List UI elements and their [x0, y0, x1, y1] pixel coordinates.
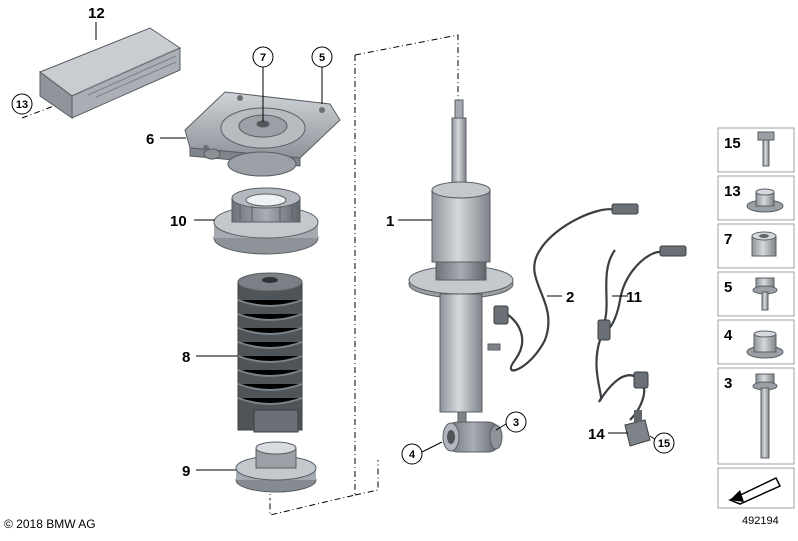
label-9: 9	[182, 463, 190, 480]
svg-text:13: 13	[16, 99, 28, 111]
svg-text:15: 15	[658, 438, 670, 450]
label-12: 12	[88, 5, 105, 22]
control-unit-part	[38, 27, 182, 119]
svg-text:13: 13	[724, 183, 741, 200]
legend-cell-4: 4	[717, 319, 795, 365]
support-bearing-part	[184, 91, 341, 177]
callout-5: 5	[311, 46, 333, 68]
label-6: 6	[146, 131, 154, 148]
callout-3: 3	[505, 411, 527, 433]
label-8: 8	[182, 349, 190, 366]
svg-text:15: 15	[724, 135, 741, 152]
spring-pad-part	[213, 187, 319, 255]
label-2: 2	[566, 289, 574, 306]
svg-text:5: 5	[319, 52, 325, 64]
svg-text:4: 4	[724, 327, 733, 344]
svg-text:3: 3	[513, 417, 519, 429]
legend-cell-13: 13	[717, 175, 795, 221]
svg-text:7: 7	[724, 231, 732, 248]
label-10: 10	[170, 213, 187, 230]
label-1: 1	[386, 213, 394, 230]
legend-cell-3: 3	[717, 367, 795, 465]
legend-cell-15: 15	[717, 127, 795, 173]
legend-cell-arrow	[717, 467, 795, 509]
svg-text:3: 3	[724, 375, 732, 392]
callout-13: 13	[11, 93, 33, 115]
lower-spring-pad-part	[235, 441, 317, 493]
sensor-cable-2-part	[493, 203, 639, 372]
callout-4: 4	[401, 443, 423, 465]
svg-text:4: 4	[409, 449, 416, 461]
legend-cell-5: 5	[717, 271, 795, 317]
diagram-reference-number: 492194	[742, 515, 779, 527]
svg-text:7: 7	[260, 52, 266, 64]
label-14: 14	[588, 426, 605, 443]
shock-absorber-part	[408, 99, 514, 453]
legend-cell-7: 7	[717, 223, 795, 269]
copyright-text: © 2018 BMW AG	[4, 517, 96, 531]
sensor-cable-11-part	[595, 245, 687, 421]
callout-15: 15	[653, 432, 675, 454]
leader-lines	[95, 22, 657, 471]
svg-text:5: 5	[724, 279, 732, 296]
label-11: 11	[626, 289, 642, 306]
protective-boot-part	[237, 272, 303, 433]
callout-7: 7	[252, 46, 274, 68]
fastener-legend: 15 13 7 5 4	[717, 127, 795, 509]
bracket-part	[624, 410, 651, 447]
